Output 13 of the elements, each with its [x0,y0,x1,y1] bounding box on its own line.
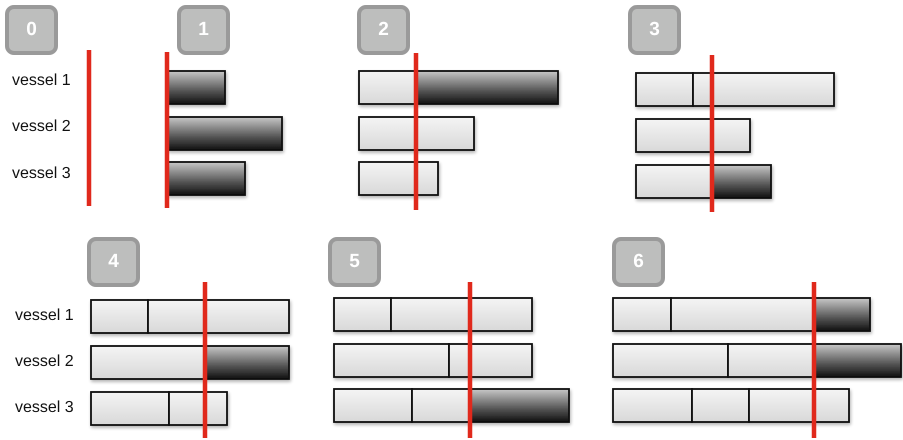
vessel-label: vessel 3 [15,398,74,418]
vessel-label: vessel 3 [12,164,71,184]
step-badge: 2 [357,5,410,55]
vessel-label: vessel 2 [15,352,74,372]
step-badge: 1 [177,5,230,55]
step-badge: 3 [628,5,681,55]
step-badge: 6 [612,237,665,287]
step-badge: 5 [328,237,381,287]
vessel-label: vessel 2 [12,117,71,137]
vessel-label: vessel 1 [12,71,71,91]
step-badge: 4 [87,237,140,287]
vessel-label: vessel 1 [15,306,74,326]
step-badge: 0 [5,5,58,55]
